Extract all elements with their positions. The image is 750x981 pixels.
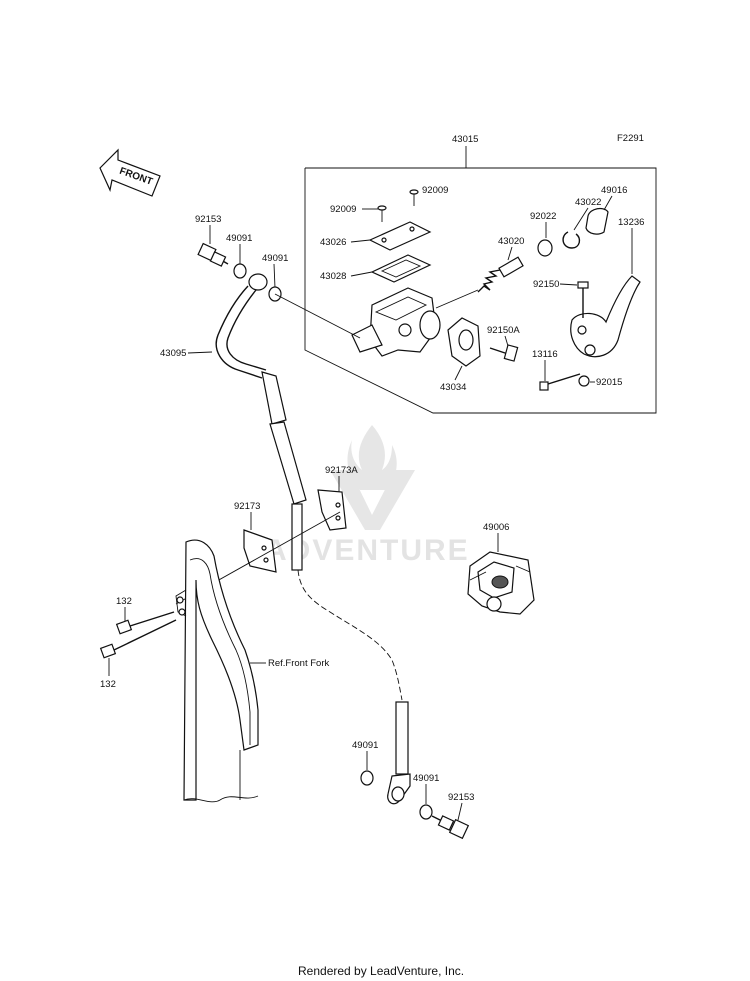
label-49091-lower-a: 49091 — [352, 740, 378, 751]
label-92153-lower: 92153 — [448, 792, 474, 803]
label-43028: 43028 — [320, 271, 346, 282]
clamp-92173A: 92173A — [317, 465, 358, 531]
screw-92009-right — [409, 189, 419, 206]
label-49006: 49006 — [483, 522, 509, 533]
label-43020: 43020 — [498, 236, 524, 247]
upper-banjo: 92153 49091 49091 — [195, 214, 361, 339]
caliper-49006: 49006 — [467, 522, 535, 615]
lever-13236 — [570, 275, 641, 358]
label-ref-front-fork: Ref.Front Fork — [268, 658, 329, 669]
label-43022: 43022 — [575, 197, 601, 208]
label-43034: 43034 — [440, 382, 466, 393]
washer-49091-lower-a — [360, 770, 374, 786]
label-13236: 13236 — [618, 217, 644, 228]
label-92022: 92022 — [530, 211, 556, 222]
brake-hose-43095: 43095 — [160, 273, 411, 805]
label-132-upper: 132 — [116, 596, 132, 607]
washer-49091-upper-a — [233, 263, 247, 279]
banjo-bolt-92153-upper — [197, 242, 229, 267]
front-fork: Ref.Front Fork — [175, 539, 329, 803]
label-92173A: 92173A — [325, 465, 358, 476]
bolt-132-upper — [115, 611, 175, 635]
label-92009-left: 92009 — [330, 204, 356, 215]
label-92150: 92150 — [533, 279, 559, 290]
pin-13116 — [539, 373, 581, 391]
nut-92015 — [578, 375, 590, 387]
bolt-132-lower — [99, 619, 177, 659]
assembly-box-43015: 43015 — [304, 134, 657, 414]
banjo-bolt-92153-lower — [431, 815, 470, 840]
bolt-92150 — [577, 281, 589, 318]
screw-92009-left — [377, 205, 387, 222]
bolt-92150A — [489, 344, 519, 362]
boot-49016 — [585, 207, 609, 235]
label-43026: 43026 — [320, 237, 346, 248]
figure-code: F2291 — [617, 133, 644, 144]
label-92009-right: 92009 — [422, 185, 448, 196]
label-92150A: 92150A — [487, 325, 520, 336]
label-132-lower: 132 — [100, 679, 116, 690]
label-43015: 43015 — [452, 134, 478, 145]
diaphragm-43028 — [370, 254, 432, 283]
label-49091-lower-b: 49091 — [413, 773, 439, 784]
washer-49091-lower-b — [419, 804, 433, 820]
ring-92022 — [537, 239, 553, 257]
label-92015: 92015 — [596, 377, 622, 388]
label-92173: 92173 — [234, 501, 260, 512]
label-49091-upper-a: 49091 — [226, 233, 252, 244]
label-43095: 43095 — [160, 348, 186, 359]
label-92153-upper: 92153 — [195, 214, 221, 225]
piston-spring-43020 — [477, 269, 501, 293]
circlip-43022 — [562, 231, 581, 249]
label-49016: 49016 — [601, 185, 627, 196]
label-49091-upper-b: 49091 — [262, 253, 288, 264]
label-13116: 13116 — [532, 349, 558, 360]
reservoir-cap-43026 — [368, 221, 432, 251]
footer-credit: Rendered by LeadVenture, Inc. — [298, 964, 464, 978]
assembly-labels: 92009 92009 49016 43022 92022 43026 4302… — [320, 185, 644, 393]
lower-banjo: 49091 49091 92153 — [352, 740, 474, 840]
bolts-132: 132 132 — [99, 596, 177, 690]
master-cylinder — [351, 189, 641, 391]
front-arrow: FRONT — [99, 148, 161, 197]
